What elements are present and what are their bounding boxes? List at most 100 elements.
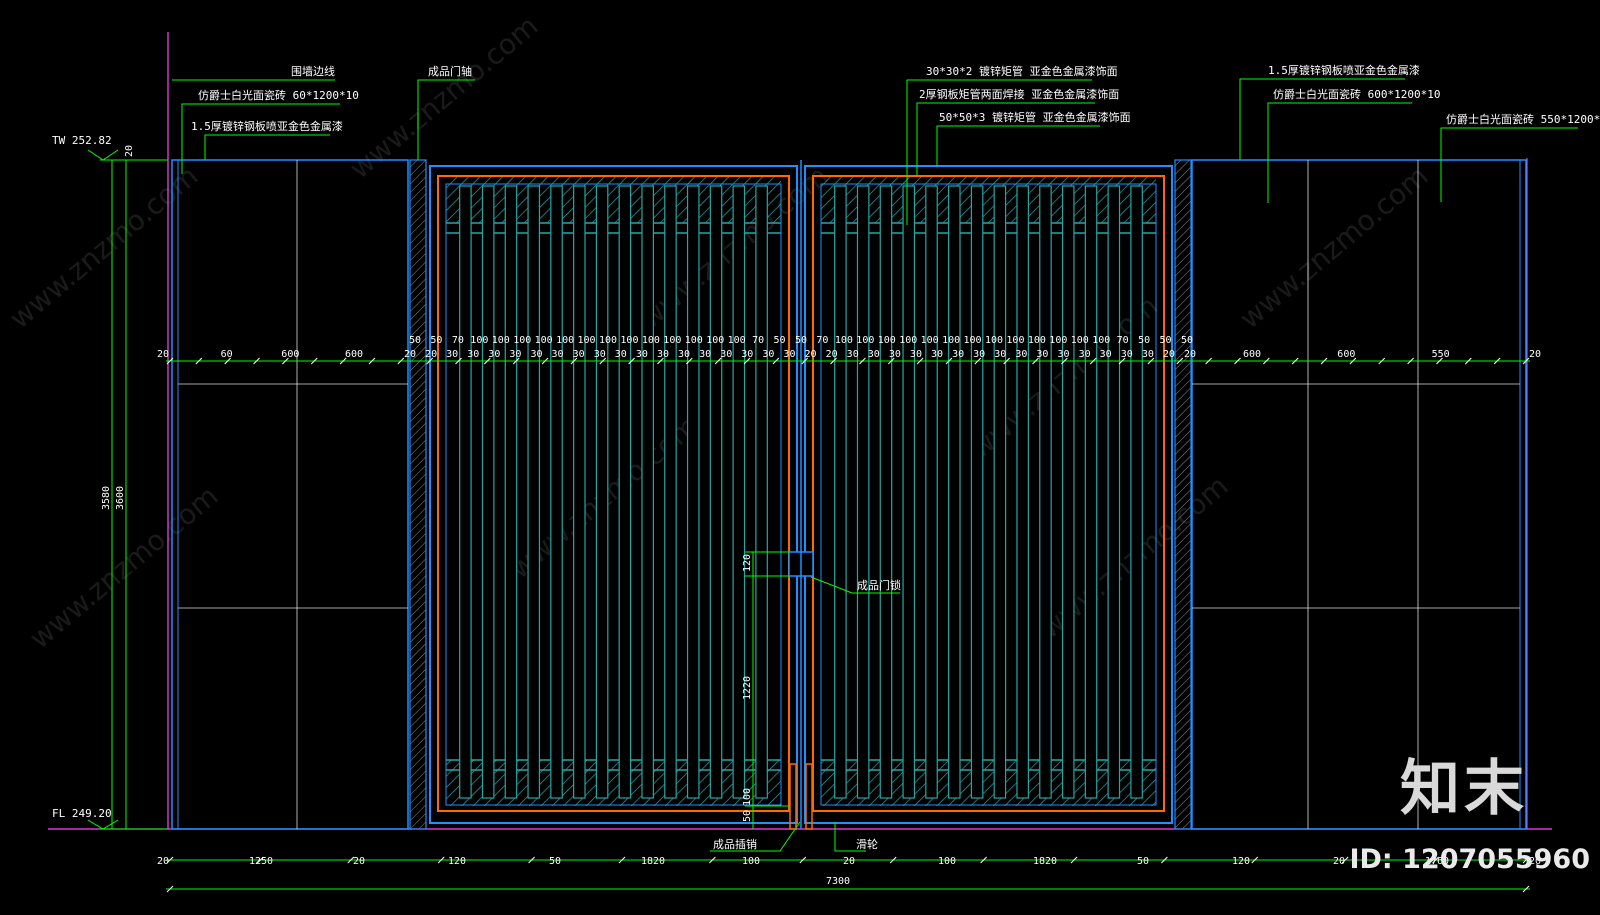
- dim-top-door: 100: [985, 335, 1003, 346]
- dim-bottom: 20: [1333, 856, 1345, 867]
- dim-height-3580: 3580: [101, 486, 112, 510]
- label-lock: 成品门锁: [857, 578, 901, 592]
- dim-bottom: 1250: [249, 856, 273, 867]
- dim-top-door-small: 30: [678, 349, 690, 360]
- brand-logo: 知末: [1400, 754, 1528, 824]
- dim-top-right: 600: [1243, 349, 1261, 360]
- dim-top-door-small: 30: [931, 349, 943, 360]
- dim-top-door: 100: [620, 335, 638, 346]
- dim-top-door-small: 30: [636, 349, 648, 360]
- door-lock: [788, 160, 814, 830]
- dim-top-door: 100: [470, 335, 488, 346]
- dim-top-right: 600: [1337, 349, 1355, 360]
- label-wall-edge: 围墙边线: [291, 64, 335, 78]
- dim-top-door: 100: [856, 335, 874, 346]
- dim-top-left: 60: [221, 349, 233, 360]
- dim-top-door-small: 30: [1142, 349, 1154, 360]
- dim-top-left: 20: [157, 349, 169, 360]
- dim-top-door: 100: [1049, 335, 1067, 346]
- label-floor-bolt: 成品插销: [713, 837, 757, 851]
- dim-row-top-door-small: 20 20 30 30 30 30 30 30 30 30 30 30 30 30 30 30 30 30 30 20…: [404, 349, 1196, 360]
- dim-top-door-small: 30: [868, 349, 880, 360]
- dim-bottom: 100: [742, 856, 760, 867]
- label-right-panel: 1.5厚镀锌钢板喷亚金色金属漆: [1268, 63, 1420, 77]
- dim-top-door-small: 20: [805, 349, 817, 360]
- dim-top-door: 100: [535, 335, 553, 346]
- dim-row-top-left: 20 60 600 600: [157, 349, 363, 360]
- dim-top-door-small: 20: [1184, 349, 1196, 360]
- dim-top-door-small: 30: [910, 349, 922, 360]
- dim-top-door: 100: [492, 335, 510, 346]
- dim-top-door: 100: [835, 335, 853, 346]
- dim-bottom: 1820: [1033, 856, 1057, 867]
- dim-top-door: 70: [452, 335, 464, 346]
- label-tube-50: 50*50*3 镀锌矩管 亚金色金属漆饰面: [939, 110, 1131, 124]
- dim-top-door-small: 30: [1036, 349, 1048, 360]
- dim-top-door-small: 30: [973, 349, 985, 360]
- level-mark-top: TW 252.82: [52, 134, 112, 147]
- dim-top-door: 100: [964, 335, 982, 346]
- dim-top-right: 550: [1432, 349, 1450, 360]
- dim-total-width: 7300: [826, 876, 850, 887]
- right-door-leaf: [804, 165, 1173, 824]
- dim-top-door: 100: [1028, 335, 1046, 346]
- dim-top-door-small: 30: [594, 349, 606, 360]
- left-side-panel: [171, 159, 409, 830]
- dim-top-door: 50: [1181, 335, 1193, 346]
- label-right-stone-1: 仿爵士白光面瓷砖 600*1200*10: [1273, 87, 1440, 101]
- dim-top-door-small: 30: [615, 349, 627, 360]
- dim-top-door: 100: [942, 335, 960, 346]
- dim-top-door-small: 30: [699, 349, 711, 360]
- dim-top-door: 100: [642, 335, 660, 346]
- watermark-text: www.znzmo.com: [343, 9, 544, 185]
- dim-bottom: 120: [1232, 856, 1250, 867]
- dim-top-door-small: 30: [952, 349, 964, 360]
- dim-bottom: 20: [157, 856, 169, 867]
- watermark-text: www.znzmo.com: [1233, 159, 1434, 335]
- dim-top-door-small: 30: [530, 349, 542, 360]
- label-right-stone-2: 仿爵士白光面瓷砖 550*1200*: [1446, 112, 1600, 126]
- dim-top-door: 50: [409, 335, 421, 346]
- dim-top-door-small: 30: [1079, 349, 1091, 360]
- dim-top-door-small: 30: [1057, 349, 1069, 360]
- left-door-leaf: [429, 165, 798, 824]
- dim-bottom: 50: [549, 856, 561, 867]
- watermark-text: www.znzmo.com: [3, 159, 204, 335]
- label-plate-2: 2厚钢板矩管两面焊接 亚金色金属漆饰面: [919, 87, 1119, 101]
- dim-bottom: 20: [1529, 856, 1541, 867]
- dim-top-door-small: 30: [509, 349, 521, 360]
- dim-top-door: 100: [1071, 335, 1089, 346]
- dim-top-door-small: 30: [488, 349, 500, 360]
- dim-lock-1220: 1220: [742, 676, 753, 700]
- dim-height-3600: 3600: [115, 486, 126, 510]
- dimension-ticks: [166, 357, 1530, 893]
- dim-top-door-small: 30: [741, 349, 753, 360]
- dim-top-door: 100: [556, 335, 574, 346]
- dim-top-door-small: 30: [994, 349, 1006, 360]
- dim-top-door: 100: [578, 335, 596, 346]
- dim-bottom: 20: [353, 856, 365, 867]
- dim-top-left: 600: [345, 349, 363, 360]
- dim-top-door: 50: [774, 335, 786, 346]
- dim-top-left: 600: [281, 349, 299, 360]
- right-side-panel: [1191, 159, 1527, 830]
- dim-top-door: 100: [663, 335, 681, 346]
- dim-top-door: 50: [1160, 335, 1172, 346]
- dim-top-door-small: 20: [826, 349, 838, 360]
- dim-top-door-small: 30: [573, 349, 585, 360]
- dim-top-door-small: 20: [425, 349, 437, 360]
- dim-top-door: 50: [1138, 335, 1150, 346]
- dim-top-door: 100: [899, 335, 917, 346]
- gate-posts: [409, 159, 1192, 830]
- dim-top-door: 100: [728, 335, 746, 346]
- dim-top-door: 100: [685, 335, 703, 346]
- dim-top-door-small: 30: [889, 349, 901, 360]
- dim-lock-120: 120: [742, 554, 753, 572]
- dim-top-door: 100: [513, 335, 531, 346]
- dim-top-door-small: 30: [552, 349, 564, 360]
- level-mark-bottom: FL 249.20: [52, 807, 112, 820]
